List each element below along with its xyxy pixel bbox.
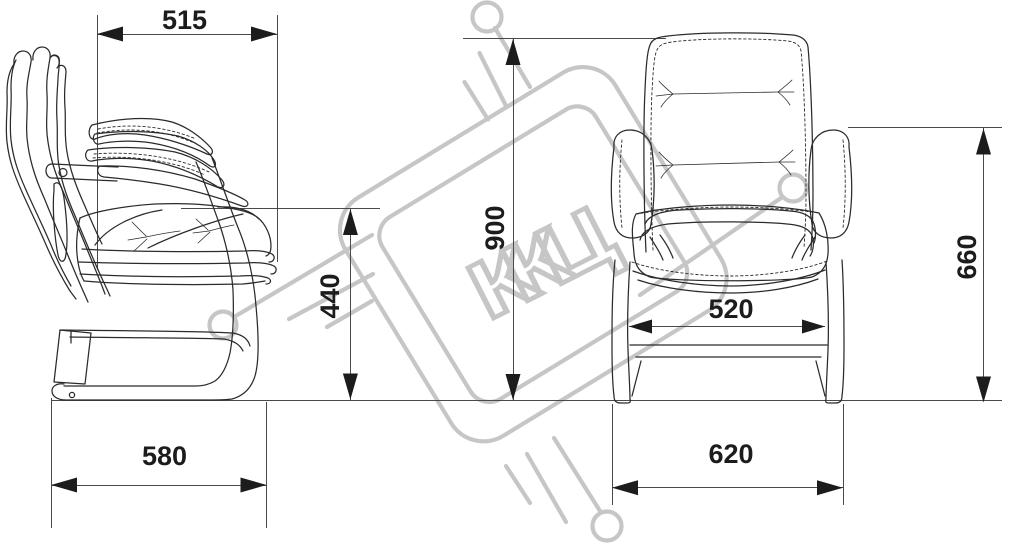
svg-text:520: 520 (708, 294, 753, 324)
svg-text:900: 900 (480, 205, 510, 250)
svg-text:620: 620 (708, 439, 753, 469)
svg-text:660: 660 (952, 234, 982, 279)
svg-text:440: 440 (315, 273, 345, 318)
svg-text:515: 515 (162, 5, 207, 35)
svg-text:580: 580 (142, 441, 187, 471)
